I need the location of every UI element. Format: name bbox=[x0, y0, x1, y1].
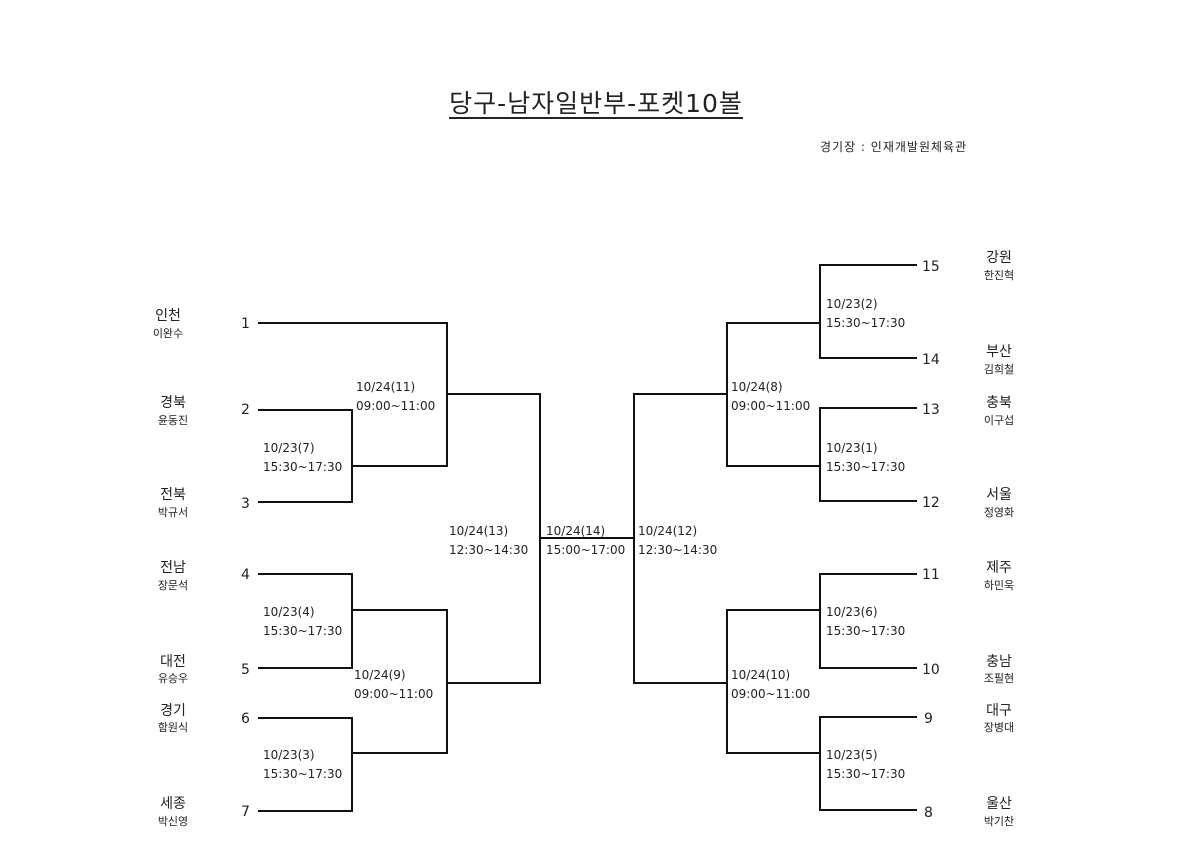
seed-number: 5 bbox=[241, 662, 250, 678]
match-time: 15:30~17:30 bbox=[263, 767, 343, 781]
match-date: 10/23(5) bbox=[826, 748, 878, 762]
match-date: 10/24(11) bbox=[356, 380, 416, 394]
team-region: 부산 bbox=[986, 344, 1012, 360]
match-date: 10/23(4) bbox=[263, 605, 315, 619]
team-region: 충북 bbox=[986, 395, 1012, 411]
seed-number: 2 bbox=[241, 402, 250, 418]
match-schedule: 10/24(8) 09:00~11:00 bbox=[731, 378, 810, 416]
match-schedule: 10/24(14) 15:00~17:00 bbox=[546, 522, 625, 560]
match-date: 10/24(12) bbox=[638, 524, 698, 538]
match-schedule: 10/24(11) 09:00~11:00 bbox=[356, 378, 435, 416]
match-time: 15:30~17:30 bbox=[826, 767, 906, 781]
match-schedule: 10/23(5) 15:30~17:30 bbox=[826, 746, 905, 784]
team-player: 한진혁 bbox=[983, 269, 1015, 282]
team-player: 이구섭 bbox=[983, 414, 1015, 427]
match-time: 09:00~11:00 bbox=[354, 687, 434, 701]
team-region: 전남 bbox=[160, 560, 186, 576]
match-schedule: 10/23(3) 15:30~17:30 bbox=[263, 746, 342, 784]
team-player: 하민욱 bbox=[983, 579, 1015, 592]
team-player: 유승우 bbox=[157, 672, 189, 685]
team-region: 경북 bbox=[160, 395, 186, 411]
team-region: 대구 bbox=[986, 703, 1012, 719]
seed-number: 10 bbox=[922, 662, 940, 678]
seed-number: 3 bbox=[241, 496, 250, 512]
team-player: 조필현 bbox=[983, 672, 1015, 685]
match-schedule: 10/24(9) 09:00~11:00 bbox=[354, 666, 433, 704]
seed-number: 13 bbox=[922, 402, 940, 418]
match-date: 10/23(2) bbox=[826, 297, 878, 311]
match-schedule: 10/23(4) 15:30~17:30 bbox=[263, 603, 342, 641]
team-player: 박기찬 bbox=[983, 815, 1015, 828]
team-region: 울산 bbox=[986, 796, 1012, 812]
page-title: 당구-남자일반부-포켓10볼 bbox=[449, 89, 743, 118]
seed-number: 15 bbox=[922, 259, 940, 275]
match-time: 15:30~17:30 bbox=[826, 316, 906, 330]
match-schedule: 10/24(10) 09:00~11:00 bbox=[731, 666, 810, 704]
match-date: 10/23(6) bbox=[826, 605, 878, 619]
seed-number: 14 bbox=[922, 352, 940, 368]
seed-number: 8 bbox=[924, 805, 933, 821]
match-time: 09:00~11:00 bbox=[356, 399, 436, 413]
team-player: 장문석 bbox=[157, 579, 189, 592]
match-date: 10/24(8) bbox=[731, 380, 783, 394]
match-schedule: 10/24(12) 12:30~14:30 bbox=[638, 522, 717, 560]
match-schedule: 10/23(2) 15:30~17:30 bbox=[826, 295, 905, 333]
seed-number: 9 bbox=[924, 711, 933, 727]
match-time: 15:30~17:30 bbox=[826, 460, 906, 474]
team-region: 제주 bbox=[986, 560, 1012, 576]
team-region: 대전 bbox=[160, 654, 186, 670]
team-region: 세종 bbox=[160, 796, 186, 812]
match-schedule: 10/24(13) 12:30~14:30 bbox=[449, 522, 528, 560]
match-time: 15:30~17:30 bbox=[826, 624, 906, 638]
match-time: 09:00~11:00 bbox=[731, 687, 811, 701]
match-schedule: 10/23(7) 15:30~17:30 bbox=[263, 439, 342, 477]
team-player: 윤동진 bbox=[157, 414, 189, 427]
seed-number: 12 bbox=[922, 495, 940, 511]
team-region: 경기 bbox=[160, 703, 186, 719]
match-date: 10/24(10) bbox=[731, 668, 791, 682]
match-time: 09:00~11:00 bbox=[731, 399, 811, 413]
match-time: 12:30~14:30 bbox=[449, 543, 529, 557]
seed-number: 11 bbox=[922, 567, 940, 583]
team-region: 인천 bbox=[155, 308, 181, 324]
team-region: 서울 bbox=[986, 487, 1012, 503]
team-player: 이완수 bbox=[152, 327, 184, 340]
match-time: 15:30~17:30 bbox=[263, 460, 343, 474]
team-player: 김희철 bbox=[983, 363, 1015, 376]
seed-number: 1 bbox=[241, 316, 250, 332]
seed-number: 7 bbox=[241, 804, 250, 820]
match-schedule: 10/23(6) 15:30~17:30 bbox=[826, 603, 905, 641]
match-date: 10/23(1) bbox=[826, 441, 878, 455]
match-time: 12:30~14:30 bbox=[638, 543, 718, 557]
team-player: 함원식 bbox=[157, 721, 189, 734]
match-date: 10/24(13) bbox=[449, 524, 509, 538]
match-time: 15:30~17:30 bbox=[263, 624, 343, 638]
team-player: 정영화 bbox=[983, 506, 1015, 519]
venue-label: 경기장 : 인재개발원체육관 bbox=[820, 140, 968, 154]
team-region: 강원 bbox=[986, 250, 1012, 266]
team-player: 장병대 bbox=[983, 721, 1015, 734]
seed-number: 6 bbox=[241, 711, 250, 727]
team-region: 전북 bbox=[160, 487, 186, 503]
seed-number: 4 bbox=[241, 567, 250, 583]
match-schedule: 10/23(1) 15:30~17:30 bbox=[826, 439, 905, 477]
team-player: 박규서 bbox=[157, 506, 189, 519]
match-date: 10/23(7) bbox=[263, 441, 315, 455]
team-region: 충남 bbox=[986, 654, 1012, 670]
match-date: 10/24(9) bbox=[354, 668, 406, 682]
match-date: 10/23(3) bbox=[263, 748, 315, 762]
match-time: 15:00~17:00 bbox=[546, 543, 626, 557]
match-date: 10/24(14) bbox=[546, 524, 606, 538]
team-player: 박신영 bbox=[157, 815, 189, 828]
